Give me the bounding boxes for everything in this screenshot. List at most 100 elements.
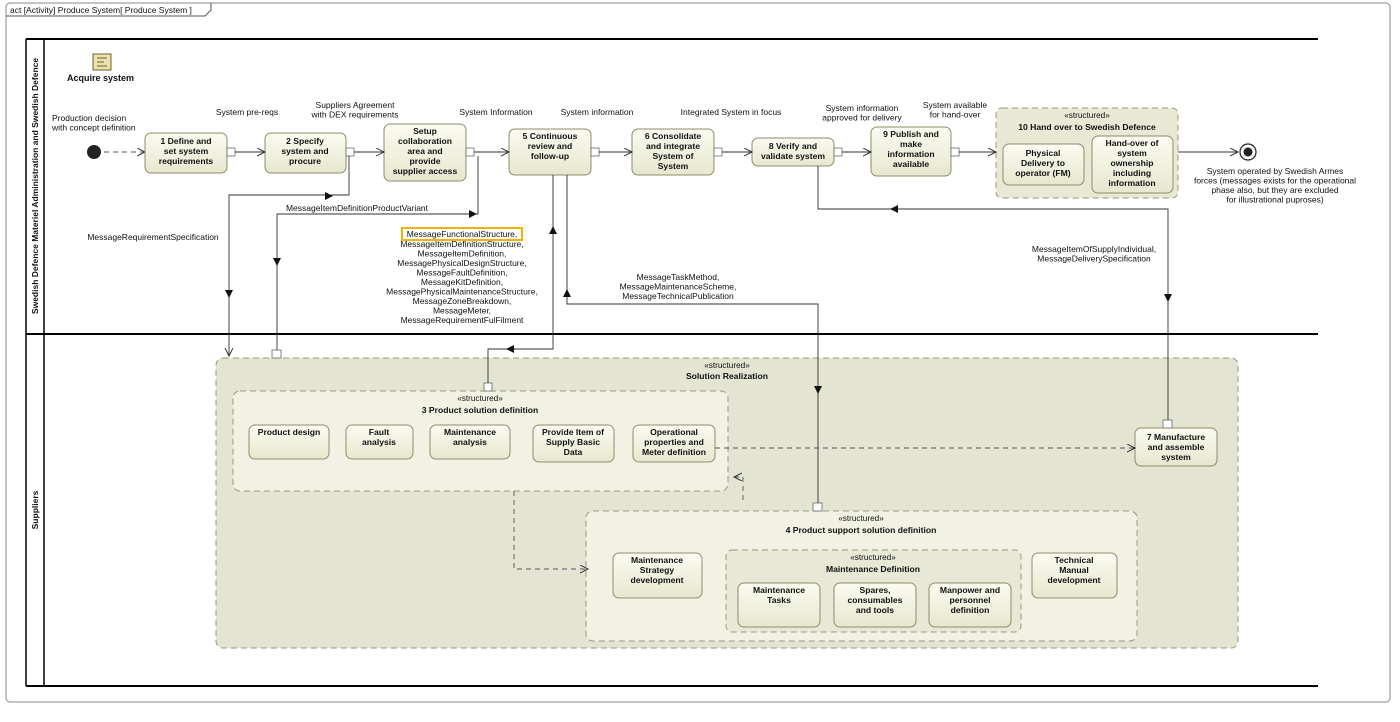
action-product-design[interactable]: Product design: [248, 424, 330, 460]
text-line: available: [893, 159, 930, 169]
stereotype-label: «structured»: [838, 514, 884, 523]
text-line: information: [1108, 178, 1155, 188]
text-line: MessageItemDefinitionProductVariant: [286, 203, 429, 213]
text-line: MessageRequirementSpecification: [87, 232, 219, 242]
maintenance-definition-title: Maintenance Definition: [826, 564, 920, 574]
frame-title: act [Activity] Produce System[ Produce S…: [10, 5, 192, 15]
text-actions-pd: Product design: [258, 427, 321, 437]
stereotype-label: «structured»: [704, 361, 750, 370]
text-line: MessageKitDefinition,: [421, 277, 503, 287]
text-line: MessageDeliverySpecification: [1037, 254, 1151, 264]
text-line: including: [1113, 168, 1151, 178]
text-line: operator (FM): [1015, 168, 1071, 178]
text-line: and integrate: [646, 141, 700, 151]
stereotype-label: «structured»: [850, 553, 896, 562]
text-line: 9 Publish and: [883, 129, 939, 139]
text-line: 1 Define and: [160, 136, 211, 146]
text-line: Provide Item of: [542, 427, 604, 437]
text-line: Data: [564, 447, 583, 457]
text-line: System information: [561, 107, 634, 117]
text-line: provide: [409, 156, 440, 166]
text-line: development: [630, 575, 683, 585]
text-labels-msg_list_rest: MessageItemDefinitionStructure,MessageIt…: [386, 239, 538, 325]
text-line: 2 Specify: [286, 136, 324, 146]
text-line: Delivery to: [1021, 158, 1065, 168]
text-line: forces (messages exists for the operatio…: [1194, 176, 1356, 186]
text-line: MessageItemDefinitionStructure,: [400, 239, 523, 249]
text-line: MessagePhysicalDesignStructure,: [397, 258, 526, 268]
text-line: Suppliers Agreement: [316, 100, 396, 110]
text-line: MessagePhysicalMaintenanceStructure,: [386, 287, 538, 297]
text-line: collaboration: [398, 136, 452, 146]
text-line: MessageTechnicalPublication: [622, 291, 734, 301]
product-solution-title: 3 Product solution definition: [422, 405, 539, 415]
text-line: approved for delivery: [822, 113, 902, 123]
text-line: System of: [652, 151, 693, 161]
product-support-title: 4 Product support solution definition: [786, 525, 937, 535]
text-line: MessageItemOfSupplyIndividual,: [1032, 244, 1156, 254]
text-line: 8 Verify and: [769, 141, 817, 151]
text-labels-integrated: Integrated System in focus: [681, 107, 782, 117]
highlight-box: [401, 227, 523, 241]
text-labels-msg_reqspec: MessageRequirementSpecification: [87, 232, 219, 242]
text-line: procure: [289, 156, 321, 166]
text-line: Tasks: [767, 595, 791, 605]
stereotype-label: «structured»: [457, 394, 503, 403]
text-labels-msg_task: MessageTaskMethod,MessageMaintenanceSche…: [620, 272, 737, 301]
text-labels-prereqs: System pre-reqs: [216, 107, 278, 117]
text-line: System information: [826, 103, 899, 113]
text-line: Hand-over of: [1106, 138, 1159, 148]
acquire-system-label: Acquire system: [67, 73, 134, 83]
text-line: MessageFaultDefinition,: [416, 268, 507, 278]
text-line: Maintenance: [444, 427, 496, 437]
text-line: MessageZoneBreakdown,: [413, 296, 512, 306]
text-line: System pre-reqs: [216, 107, 278, 117]
text-line: system: [1161, 452, 1191, 462]
solution-realization-title: Solution Realization: [686, 371, 768, 381]
acquire-system-icon: [92, 53, 112, 71]
text-line: make: [900, 139, 922, 149]
lane-bottom-label: Suppliers: [30, 490, 40, 529]
text-line: system: [1117, 148, 1147, 158]
text-line: Manual: [1059, 565, 1089, 575]
initial-node: [87, 145, 101, 159]
text-line: analysis: [362, 437, 396, 447]
text-line: System available: [923, 100, 988, 110]
text-line: for hand-over: [930, 110, 981, 120]
text-line: Supply Basic: [546, 437, 600, 447]
text-line: System Information: [459, 107, 532, 117]
text-line: and assemble: [1148, 442, 1205, 452]
frame-border: [5, 2, 1391, 703]
